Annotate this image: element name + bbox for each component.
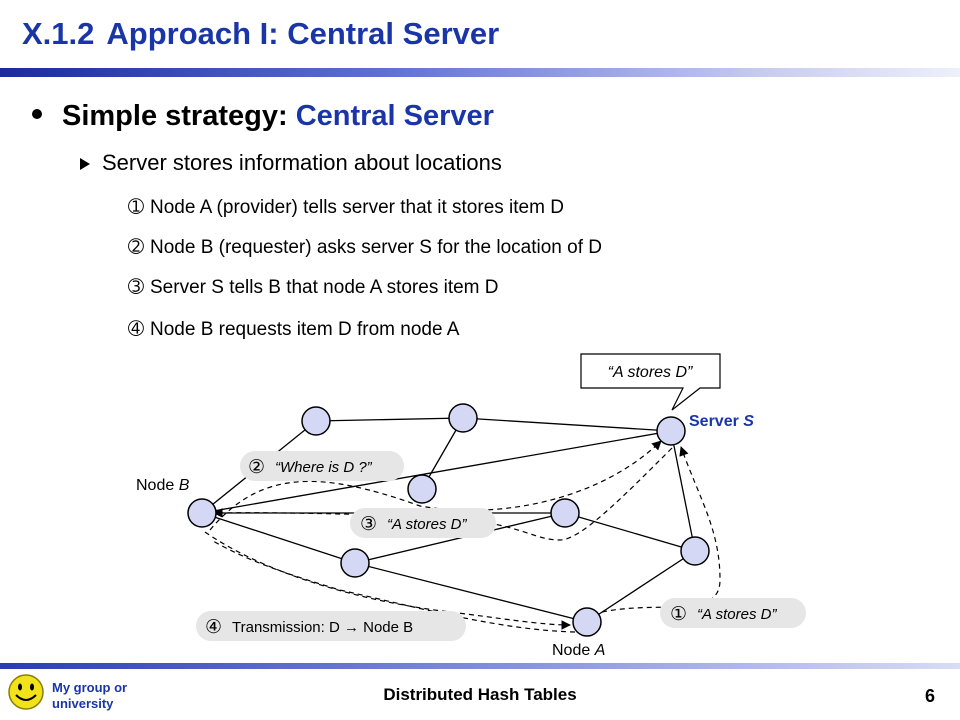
step-4: ➃ Node B requests item D from node A (128, 318, 459, 341)
pill-bg (660, 598, 806, 628)
triangle-bullet-icon (80, 158, 90, 170)
step-2: ➁ Node B (requester) asks server S for th… (128, 236, 602, 259)
slide-title-text: Approach I: Central Server (106, 16, 500, 51)
node-a-prefix: Node (552, 642, 595, 659)
pill-bg (350, 508, 496, 538)
edge (315, 417, 464, 422)
pill-transmission: ④ Transmission: D → Node B (196, 611, 466, 641)
node-b (187, 498, 217, 528)
node-b-var: B (179, 477, 190, 494)
edge (201, 512, 356, 564)
step-1-text: Node A (provider) tells server that it s… (150, 197, 564, 218)
pill-a-to-server: ① “A stores D” (660, 598, 806, 628)
node (448, 403, 478, 433)
server-label: Server S (689, 413, 754, 430)
edge (462, 417, 672, 432)
footer-divider (0, 663, 960, 669)
footer-org-line2: university (52, 696, 114, 711)
node-a-label: Node A (552, 642, 605, 659)
step-3-marker: ➂ (128, 277, 144, 298)
pill-marker: ② (248, 457, 265, 478)
pill-text: “A stores D” (387, 516, 467, 533)
footer-org: My group or university (52, 680, 127, 712)
edge (586, 550, 696, 623)
node-b-label: Node B (136, 477, 190, 494)
main-bullet: Simple strategy: Central Server (32, 100, 494, 133)
edge (564, 512, 696, 552)
node-a-var: A (594, 642, 606, 659)
edge (670, 430, 696, 552)
pill-a-stores-d-reply: ③ “A stores D” (350, 508, 496, 538)
pill-marker: ③ (360, 514, 377, 535)
pill-text: “A stores D” (697, 606, 777, 623)
server-s-node (656, 416, 686, 446)
step-1-marker: ➀ (128, 197, 144, 218)
server-label-var: S (743, 413, 754, 430)
sub-bullet-text: Server stores information about location… (102, 150, 502, 175)
step-2-text: Node B (requester) asks server S for the… (150, 237, 602, 258)
step-4-marker: ➃ (128, 319, 144, 340)
node (301, 406, 331, 436)
message-paths (204, 440, 721, 633)
path-where-is-d (209, 440, 662, 531)
path-a-stores-d-reply (213, 447, 673, 541)
node-b-prefix: Node (136, 477, 179, 494)
step-2-marker: ➁ (128, 237, 144, 258)
pill-bg (196, 611, 466, 641)
node (680, 536, 710, 566)
smiley-logo-icon (8, 674, 44, 710)
page-number: 6 (925, 686, 936, 706)
slide-number: X.1.2 (22, 16, 95, 51)
step-3-text: Server S tells B that node A stores item… (150, 277, 499, 298)
pill-text: Transmission: D → Node B (232, 619, 413, 636)
server-callout (580, 353, 721, 411)
pill-where-is-d: ② “Where is D ?” (240, 451, 404, 481)
bullet-dot-icon (32, 109, 42, 120)
node (407, 474, 437, 504)
edge (201, 430, 672, 514)
pill-bg (240, 451, 404, 481)
title-underline-bar (0, 68, 960, 77)
main-bullet-prefix: Simple strategy: (62, 100, 296, 132)
path-transmission (204, 531, 571, 630)
node (340, 548, 370, 578)
slide-title: X.1.2 Approach I: Central Server (22, 16, 499, 52)
step-1: ➀ Node A (provider) tells server that it … (128, 196, 564, 219)
server-label-prefix: Server (689, 413, 743, 430)
pill-marker: ① (670, 604, 687, 625)
edge (354, 562, 588, 623)
pill-marker: ④ (205, 617, 222, 638)
network-nodes (187, 403, 710, 637)
step-3: ➂ Server S tells B that node A stores ite… (128, 276, 499, 299)
server-callout-text: “A stores D” (608, 364, 693, 381)
node-a (572, 607, 602, 637)
step-4-text: Node B requests item D from node A (150, 319, 460, 340)
footer-org-line1: My group or (52, 680, 128, 695)
pill-text: “Where is D ?” (275, 459, 373, 476)
footer-title: Distributed Hash Tables (383, 685, 577, 704)
node (550, 498, 580, 528)
sub-bullet: Server stores information about location… (80, 150, 502, 176)
main-bullet-accent: Central Server (295, 100, 494, 132)
